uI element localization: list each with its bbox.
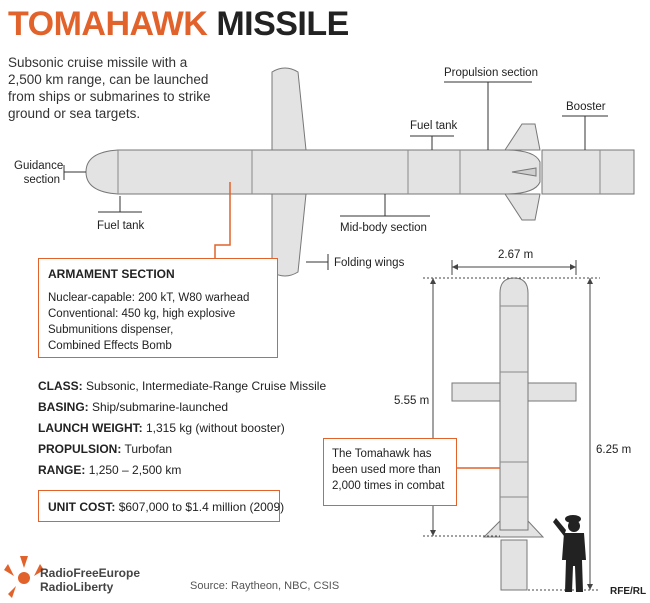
upper-tail-fin <box>504 123 541 151</box>
armament-line: Submunitions dispenser, <box>48 324 174 336</box>
logo-line-2: RadioLiberty <box>40 580 114 594</box>
upper-wing <box>271 67 307 151</box>
combat-note-box <box>323 438 457 506</box>
title-word-2: MISSILE <box>216 5 349 43</box>
combat-note: The Tomahawk has been used more than 2,0… <box>332 448 445 492</box>
intro-line: ground or sea targets. <box>8 106 141 121</box>
spec-launch-weight: LAUNCH WEIGHT: 1,315 kg (without booster… <box>38 421 285 435</box>
intro-line: 2,500 km range, can be launched <box>8 72 209 87</box>
intro-line: from ships or submarines to strike <box>8 89 211 104</box>
wingspan-label: 2.67 m <box>498 249 534 261</box>
length-total-label: 6.25 m <box>596 444 632 456</box>
missile-body <box>85 149 541 195</box>
spec-basing: BASING: Ship/submarine-launched <box>38 400 229 414</box>
soldier-silhouette <box>553 515 586 592</box>
fuel-tank-front-label: Fuel tank <box>97 220 145 232</box>
rferl-logo-icon <box>4 556 44 598</box>
armament-box <box>38 258 278 358</box>
armament-line: Nuclear-capable: 200 kT, W80 warhead <box>48 292 250 304</box>
top-view-booster <box>500 539 528 591</box>
title-word-1: TOMAHAWK <box>8 5 208 43</box>
armament-title: ARMAMENT SECTION <box>48 267 175 281</box>
mid-body-section-label: Mid-body section <box>340 222 427 234</box>
corner-credit: RFE/RL <box>608 586 649 597</box>
booster-label: Booster <box>566 101 606 113</box>
spec-class: CLASS: Subsonic, Intermediate-Range Crui… <box>38 379 327 393</box>
fuel-tank-rear-label: Fuel tank <box>410 120 458 132</box>
nozzle <box>511 167 537 177</box>
intro-text: Subsonic cruise missile with a 2,500 km … <box>8 54 248 122</box>
spec-propulsion: PROPULSION: Turbofan <box>38 442 173 456</box>
unit-cost: UNIT COST: $607,000 to $1.4 million (200… <box>48 500 285 514</box>
logo-line-1: RadioFreeEurope <box>40 566 141 580</box>
unit-cost-box <box>38 490 280 522</box>
spec-range: RANGE: 1,250 – 2,500 km <box>38 463 182 477</box>
top-view-body <box>499 277 529 531</box>
folding-wings-label: Folding wings <box>334 257 405 269</box>
lower-tail-fin <box>504 193 541 221</box>
source-credit: Source: Raytheon, NBC, CSIS <box>190 580 340 592</box>
page-title: TOMAHAWK MISSILE <box>8 4 349 44</box>
intro-line: Subsonic cruise missile with a <box>8 55 188 70</box>
booster-body <box>541 149 635 195</box>
length-no-booster-label: 5.55 m <box>394 395 430 407</box>
propulsion-section-label: Propulsion section <box>444 67 538 79</box>
armament-line: Combined Effects Bomb <box>48 340 172 352</box>
armament-line: Conventional: 450 kg, high explosive <box>48 308 236 320</box>
